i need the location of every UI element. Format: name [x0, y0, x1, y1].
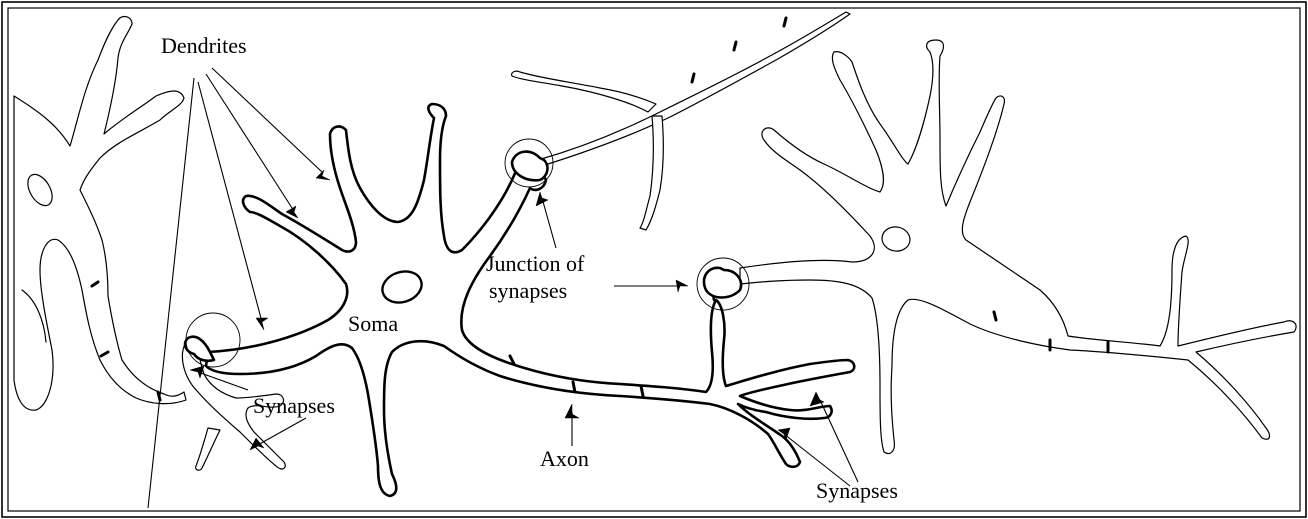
top-neuron-branch: [512, 12, 850, 230]
arrowhead: [316, 170, 330, 180]
top-fiber-node: [784, 18, 786, 26]
right-neuron-outline: [740, 40, 1296, 454]
left-lower-branch-tip: [196, 428, 220, 470]
label-dendrites: Dendrites: [161, 33, 247, 58]
top-side-branch: [512, 71, 656, 112]
label-synapses-left: Synapses: [253, 393, 335, 418]
left-neuron: [14, 17, 285, 471]
inner-frame: [8, 8, 1300, 511]
junction-pointer-top: [542, 198, 556, 248]
arrowhead: [565, 404, 579, 418]
axon-node: [641, 386, 643, 396]
dendrites-pointer: [148, 78, 194, 508]
right-synapse-bulb: [704, 268, 741, 298]
top-fiber-node: [692, 74, 694, 82]
top-fiber-node: [734, 42, 736, 50]
right-neuron-node: [994, 312, 996, 320]
axon-node: [573, 382, 575, 392]
left-neuron-outline: [14, 17, 186, 411]
arrowhead: [676, 280, 688, 292]
label-junction-line1: Junction of: [486, 251, 585, 276]
label-soma: Soma: [348, 311, 398, 336]
label-junction-line2: synapses: [489, 278, 567, 303]
dendrites-pointer: [206, 74, 292, 208]
arrowhead: [256, 318, 268, 330]
label-axon: Axon: [540, 446, 589, 471]
dendrites-pointer: [212, 68, 322, 172]
synapses-left-pointer: [256, 418, 306, 446]
label-synapses-right: Synapses: [816, 478, 898, 503]
arrowhead: [536, 192, 548, 206]
synapses-right-pointer: [820, 400, 858, 482]
top-down-branch: [640, 116, 663, 230]
right-neuron: [740, 40, 1296, 454]
